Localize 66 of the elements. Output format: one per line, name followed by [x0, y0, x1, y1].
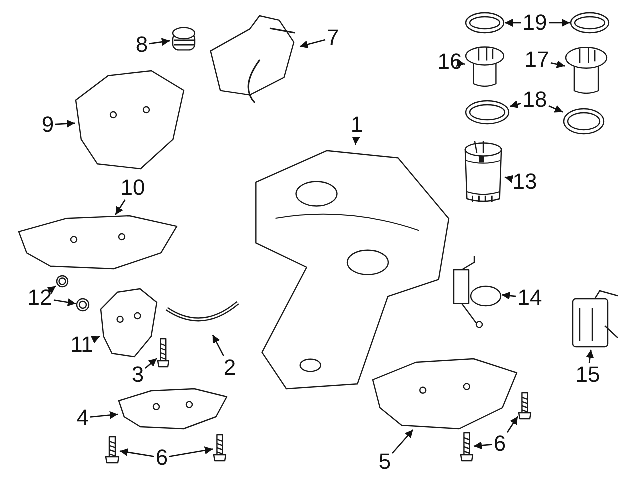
- callout-number: 5: [378, 450, 392, 474]
- cap-drawing: [170, 25, 198, 53]
- leader-arrow: [120, 448, 155, 458]
- callout-number: 15: [574, 363, 602, 387]
- leader-arrow: [504, 175, 514, 184]
- nut-icon: [76, 298, 90, 312]
- heat-shield-drawing: [18, 215, 178, 270]
- leader-arrow: [505, 19, 521, 27]
- leader-arrow: [47, 286, 56, 294]
- sender-ring-drawing: [452, 255, 502, 330]
- pump-flange-drawing: [565, 45, 608, 97]
- leader-arrow: [586, 350, 594, 364]
- bolt-icon: [105, 436, 120, 464]
- callout-number: 9: [40, 113, 56, 137]
- callout-number: 8: [134, 33, 150, 57]
- leader-arrow: [91, 336, 100, 344]
- leader-arrow: [474, 442, 493, 450]
- skid-plate-drawing: [372, 358, 518, 430]
- nut-icon: [56, 275, 69, 288]
- leader-arrow: [90, 411, 118, 420]
- callout-number: 17: [523, 48, 551, 72]
- leader-arrow: [456, 59, 466, 68]
- callout-number: 2: [222, 356, 238, 380]
- leader-arrow: [510, 100, 522, 108]
- leader-arrow: [145, 358, 158, 370]
- pump-flange-drawing: [465, 45, 505, 90]
- bolt-icon: [213, 434, 227, 462]
- leader-arrow: [352, 136, 360, 146]
- leader-arrow: [392, 430, 414, 454]
- seal-ring-drawing: [563, 108, 605, 135]
- callout-number: 1: [350, 113, 364, 137]
- leader-arrow: [169, 446, 214, 458]
- bolt-icon: [460, 432, 474, 462]
- leader-arrow: [212, 334, 224, 356]
- leader-arrow: [149, 38, 170, 46]
- heat-shield-drawing: [100, 288, 158, 358]
- leader-arrow: [549, 19, 570, 27]
- seal-ring-drawing: [465, 100, 510, 125]
- callout-number: 11: [68, 333, 96, 357]
- callout-number: 14: [516, 286, 544, 310]
- callout-number: 7: [326, 26, 340, 50]
- leader-arrow: [502, 292, 516, 300]
- heat-shield-drawing: [75, 70, 185, 170]
- bolt-icon: [157, 338, 170, 368]
- leader-arrow: [506, 416, 519, 433]
- leader-arrow: [548, 105, 564, 113]
- callout-number: 10: [119, 176, 147, 200]
- bolt-icon: [518, 392, 532, 420]
- callout-number: 19: [521, 11, 549, 35]
- leader-arrow: [550, 60, 566, 68]
- leader-arrow: [115, 200, 126, 216]
- leader-arrow: [300, 39, 326, 49]
- leader-arrow: [55, 120, 76, 128]
- callout-number: 6: [154, 446, 170, 470]
- module-drawing: [570, 290, 620, 350]
- callout-number: 4: [76, 406, 90, 430]
- seal-ring-drawing: [465, 12, 505, 34]
- leader-arrow: [54, 298, 76, 307]
- seal-ring-drawing: [570, 12, 610, 34]
- skid-plate-drawing: [118, 388, 228, 430]
- callout-number: 12: [26, 286, 54, 310]
- callout-number: 6: [492, 432, 508, 456]
- callout-number: 18: [521, 88, 549, 112]
- callout-number: 13: [511, 170, 539, 194]
- callout-number: 3: [130, 363, 146, 387]
- fuel-filter-drawing: [462, 140, 505, 205]
